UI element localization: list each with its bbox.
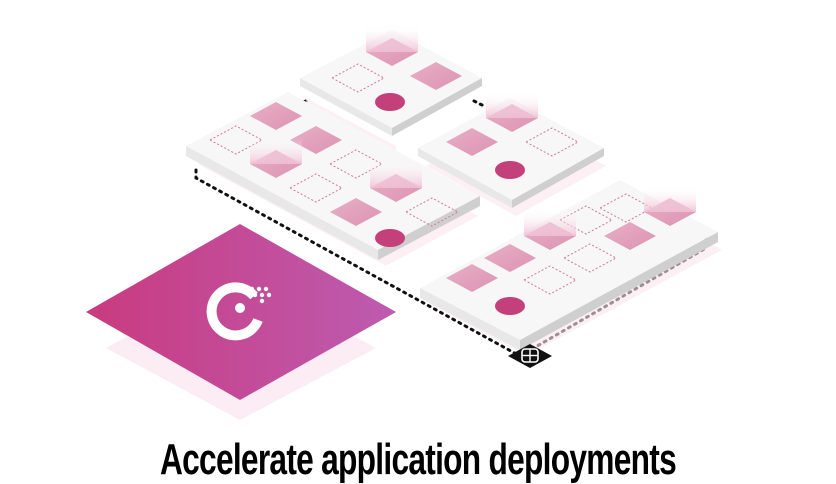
headline-caption: Accelerate application deployments	[159, 435, 677, 484]
isometric-illustration	[86, 24, 722, 420]
platform-left	[186, 92, 480, 266]
platform-middle	[418, 92, 606, 216]
service-mesh-node-icon	[508, 344, 552, 368]
brand-tile	[86, 224, 396, 420]
consul-logo-icon	[206, 282, 272, 341]
platform-right	[420, 180, 722, 356]
